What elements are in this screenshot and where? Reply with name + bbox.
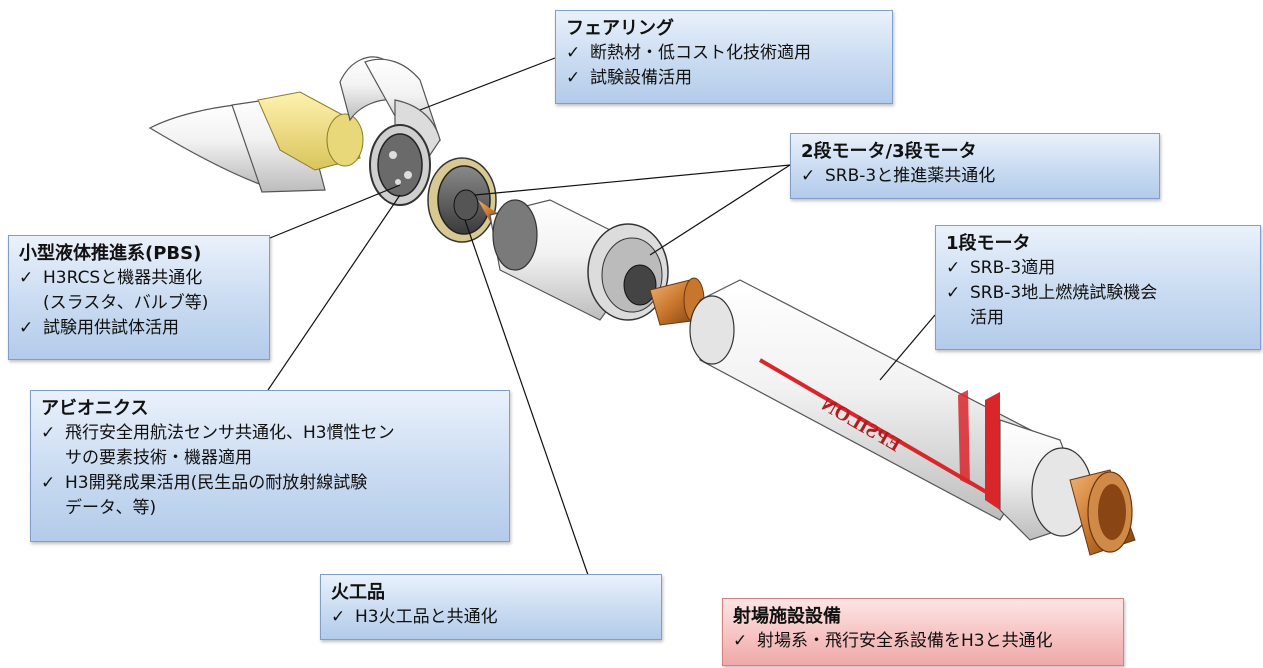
fairing-assembly [148,56,441,206]
check-icon: ✓ [946,258,961,278]
callout-item: ✓試験設備活用 [566,66,882,91]
callout-motor1: 1段モータ ✓SRB-3適用 ✓SRB-3地上燃焼試験機会 活用 [935,225,1261,350]
check-icon: ✓ [946,283,961,303]
check-icon: ✓ [566,43,581,63]
leader-fairing [419,57,556,111]
leader-avionics [267,194,401,391]
callout-item: ✓H3火工品と共通化 [331,605,651,630]
callout-pyro: 火工品 ✓H3火工品と共通化 [320,574,662,640]
callout-title: 1段モータ [946,233,1031,254]
callout-pbs: 小型液体推進系(PBS) ✓H3RCSと機器共通化 (スラスタ、バルブ等) ✓試… [8,235,270,360]
callout-item: ✓試験用供試体活用 [19,316,259,341]
first-stage-motor: EPSILON [689,279,1136,556]
callout-avionics: アビオニクス ✓飛行安全用航法センサ共通化、H3慣性セン サの要素技術・機器適用… [30,390,510,542]
leader-lines [267,57,936,576]
pbs-module [427,157,500,243]
callout-title: 2段モータ/3段モータ [801,141,977,162]
callout-item: ✓H3RCSと機器共通化 (スラスタ、バルブ等) [19,268,209,313]
callout-item: ✓飛行安全用航法センサ共通化、H3慣性セン サの要素技術・機器適用 [41,423,395,468]
callout-title: フェアリング [566,18,674,39]
check-icon: ✓ [19,318,34,338]
callout-title: 火工品 [331,582,385,603]
leader-motor23-b [649,164,791,256]
leader-pyro [464,219,589,576]
check-icon: ✓ [41,473,56,493]
check-icon: ✓ [733,631,748,651]
callout-launch-facility: 射場施設設備 ✓射場系・飛行安全系設備をH3と共通化 [722,598,1124,666]
callout-fairing: フェアリング ✓断熱材・低コスト化技術適用 ✓試験設備活用 [555,10,893,104]
callout-item: ✓射場系・飛行安全系設備をH3と共通化 [733,629,1113,654]
check-icon: ✓ [801,166,816,186]
callout-title: アビオニクス [41,398,149,419]
leader-motor1 [879,314,936,381]
upper-stage-motors [489,199,705,326]
callout-item: ✓H3開発成果活用(民生品の耐放射線試験 データ、等) [41,473,368,518]
check-icon: ✓ [19,268,34,288]
check-icon: ✓ [41,423,56,443]
callout-item: ✓SRB-3適用 [946,256,1250,281]
check-icon: ✓ [566,68,581,88]
check-icon: ✓ [331,607,346,627]
callout-item: ✓SRB-3地上燃焼試験機会 活用 [946,283,1158,328]
leader-motor23-a [474,164,791,196]
callout-title: 小型液体推進系(PBS) [19,243,202,264]
callout-item: ✓SRB-3と推進薬共通化 [801,164,1149,189]
leader-pbs [269,184,401,239]
callout-title: 射場施設設備 [733,606,841,627]
callout-item: ✓断熱材・低コスト化技術適用 [566,41,882,66]
callout-motor23: 2段モータ/3段モータ ✓SRB-3と推進薬共通化 [790,133,1160,199]
